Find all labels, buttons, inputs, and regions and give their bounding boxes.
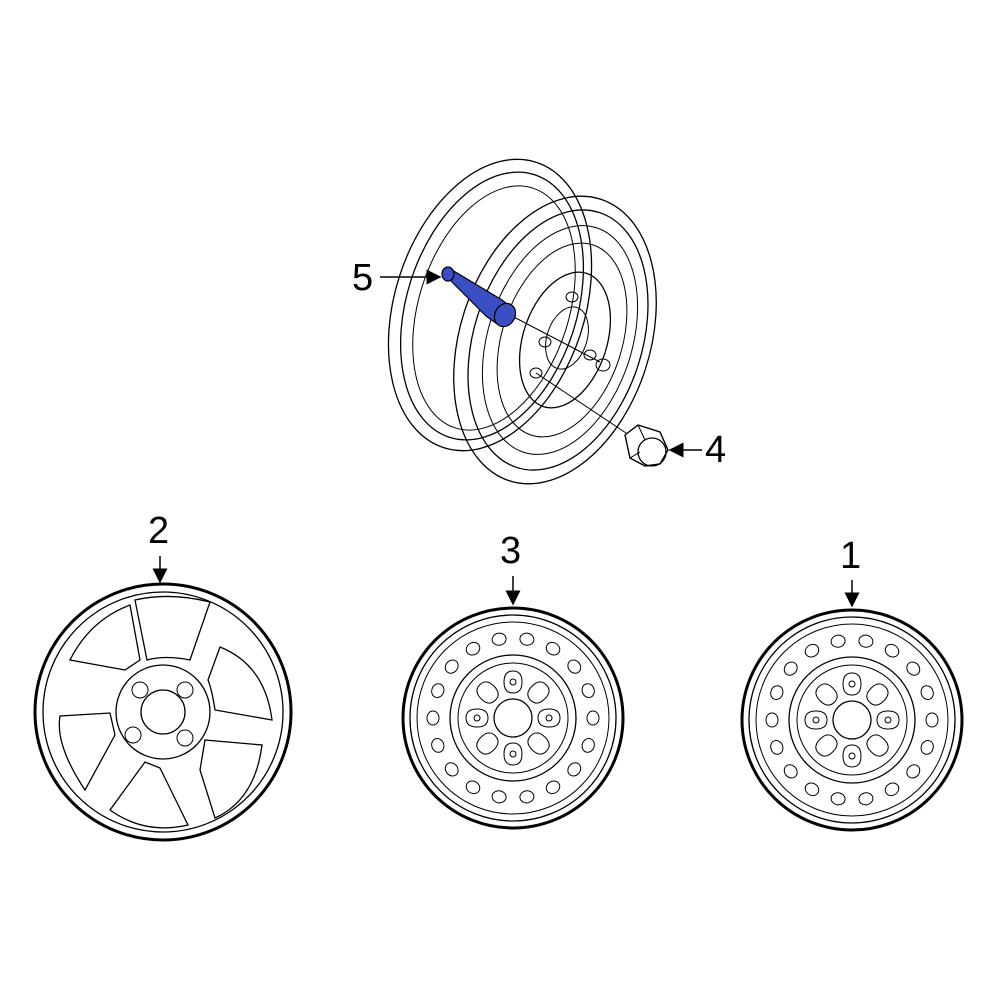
vent-hole [586,710,600,726]
spoke-window [815,734,838,757]
exploded-wheel-icon [387,158,657,485]
vent-hole [545,641,561,656]
vent-hole [858,792,874,806]
vent-hole [444,659,459,674]
vent-hole [444,762,459,777]
callout-3: 3 [500,530,521,572]
callout-4: 4 [705,429,726,471]
vent-hole [765,712,779,728]
vent-hole [545,780,561,795]
vent-hole [925,712,939,728]
spoke-window [866,734,889,757]
vent-hole [830,792,846,806]
vent-hole [858,634,874,648]
vent-hole [906,764,921,779]
lug-hole [812,716,820,724]
spoke-window [476,732,499,755]
lug-hole [884,716,892,724]
vent-hole [804,643,820,658]
vent-hole [465,780,481,795]
lug-hole [509,678,517,686]
vent-hole [770,685,784,700]
spoke-window [842,744,862,768]
spoke-window [866,683,889,706]
spoke-window [503,670,523,694]
vent-hole [884,782,900,797]
vent-hole [830,634,846,648]
vent-hole [581,738,595,753]
lug-hole [848,752,856,760]
steel-wheel-icon[interactable] [401,606,625,830]
vent-hole [783,764,798,779]
spoke-window [815,683,838,706]
vent-hole [431,683,445,698]
lug-hole [545,714,553,722]
vent-hole [770,740,784,755]
vent-hole [491,632,507,646]
vent-hole [581,683,595,698]
lug-nut-icon[interactable] [624,424,669,467]
spoke-window [527,681,550,704]
callout-2: 2 [148,510,169,552]
spoke-window [527,732,550,755]
spoke-window [842,672,862,696]
vent-hole [804,782,820,797]
steel-wheel-icon[interactable] [740,608,964,832]
spoke-window [465,708,489,728]
spoke-window [537,708,561,728]
callout-1: 1 [840,535,861,577]
vent-hole [906,661,921,676]
vent-hole [884,643,900,658]
vent-hole [491,790,507,804]
vent-hole [431,738,445,753]
spoke-window [476,681,499,704]
vent-hole [426,710,440,726]
vent-hole [783,661,798,676]
vent-hole [920,740,934,755]
vent-hole [920,685,934,700]
lug-hole [509,750,517,758]
alloy-wheel-icon[interactable] [33,582,293,842]
spoke-window [876,710,900,730]
vent-hole [567,659,582,674]
callout-5: 5 [352,257,373,299]
spoke-window [804,710,828,730]
valve-stem-icon[interactable] [441,266,520,330]
vent-hole [567,762,582,777]
vent-hole [519,790,535,804]
lug-hole [848,680,856,688]
lug-hole [473,714,481,722]
vent-hole [465,641,481,656]
vent-hole [519,632,535,646]
spoke-window [503,742,523,766]
